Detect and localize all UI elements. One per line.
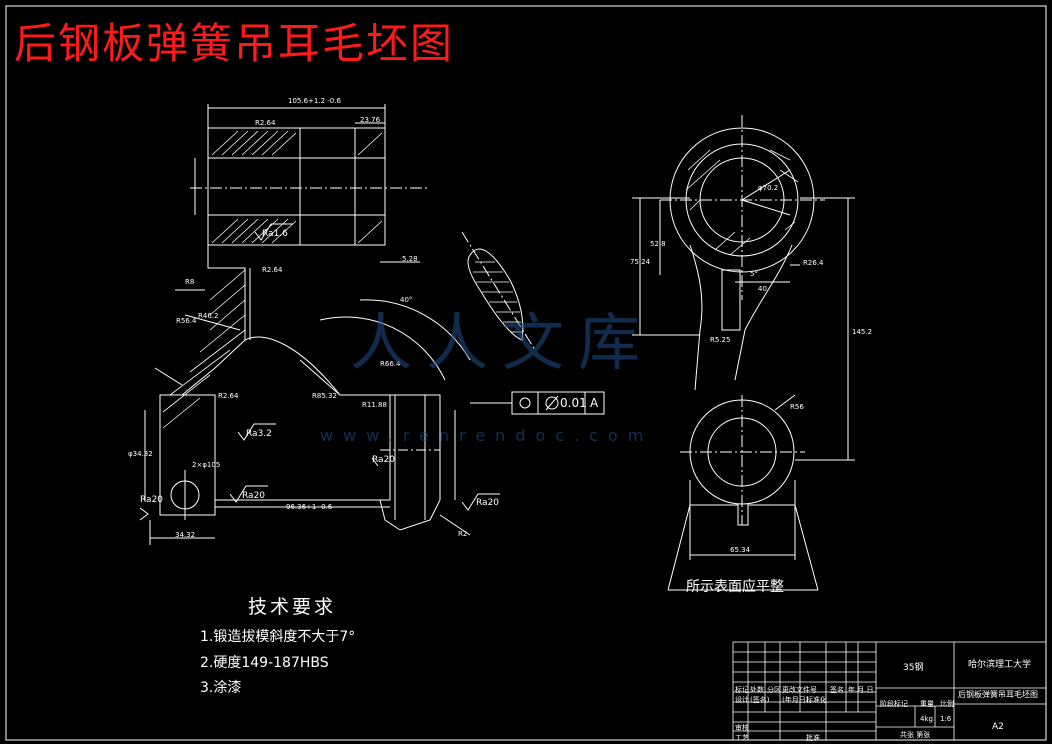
dim-label: 40 xyxy=(758,285,767,293)
roughness-label: Ra20 xyxy=(242,491,266,501)
title-block-cell: 处数 xyxy=(750,686,764,694)
dim-label: 34.32 xyxy=(175,531,196,539)
dim-label: φ34.32 xyxy=(128,450,153,458)
dim-label: 2×φ105 xyxy=(192,461,221,469)
dim-label: 23.76 xyxy=(360,116,381,124)
dim-label: R5.25 xyxy=(710,336,731,344)
dim-label: R11.88 xyxy=(362,401,387,409)
title-block-cell: 阶段标记 xyxy=(880,700,908,708)
title-block-cell: 分区 xyxy=(767,686,781,694)
title-block-cell: 共张 第张 xyxy=(900,731,931,739)
title-block-material: 35钢 xyxy=(903,663,924,673)
dim-label: R8 xyxy=(185,278,195,286)
dim-label: R56.4 xyxy=(176,317,197,325)
roughness-label: Ra20 xyxy=(140,495,164,505)
tech-requirements-heading: 技术要求 xyxy=(248,596,337,618)
tech-requirement-item: 1.锻造拔模斜度不大于7° xyxy=(200,629,356,645)
title-block-cell: 更改文件号 xyxy=(782,686,817,694)
dim-label: R2.64 xyxy=(255,119,276,127)
dim-label: R2.64 xyxy=(262,266,283,274)
tech-requirement-item: 3.涂漆 xyxy=(200,680,242,696)
dim-label: R2.64 xyxy=(218,392,239,400)
title-block-cell: 签名 xyxy=(830,686,844,694)
drawing-title: 后钢板弹簧吊耳毛坯图 xyxy=(14,19,455,68)
drawing-frame xyxy=(5,5,1047,741)
title-block-cell: (签名) xyxy=(750,696,770,704)
dim-label: 65.34 xyxy=(730,546,751,554)
title-block-school: 哈尔滨理工大学 xyxy=(968,660,1032,670)
dim-label: 40° xyxy=(400,296,413,304)
dim-label: 52.8 xyxy=(650,240,666,248)
title-block-cell: 工艺 xyxy=(735,734,749,742)
roughness-label: Ra20 xyxy=(372,455,396,465)
title-block-code: A2 xyxy=(992,722,1004,732)
title-block-cell: 批准 xyxy=(806,734,820,742)
title-block-cell: 4kg xyxy=(920,715,933,723)
rotated-section xyxy=(461,231,536,351)
title-block-cell: 审核 xyxy=(735,724,749,732)
title-block-cell: (年月日) xyxy=(782,696,809,704)
roughness-label: Ra1.6 xyxy=(262,229,288,239)
tolerance-frame xyxy=(470,391,605,415)
dim-label: R85.32 xyxy=(312,392,337,400)
title-block-cell: 1:6 xyxy=(940,715,952,723)
roughness-label: Ra3.2 xyxy=(246,429,272,439)
roughness-label: Ra20 xyxy=(476,498,500,508)
dim-label: R46.2 xyxy=(198,312,219,320)
tolerance-value: 0.01 xyxy=(560,396,587,410)
dim-label: R66.4 xyxy=(380,360,401,368)
title-block-cell: 标记 xyxy=(735,686,749,694)
side-view-note: 所示表面应平整 xyxy=(686,579,784,595)
front-section-view xyxy=(139,104,500,545)
title-block-drawing-name: 后钢板弹簧吊耳毛坯图 xyxy=(958,690,1038,699)
dim-label: 75.24 xyxy=(630,258,651,266)
title-block-cell: 年.月.日 xyxy=(848,686,874,694)
dim-label: 96.36+1 -0.6 xyxy=(286,503,333,511)
dim-label: 5.28 xyxy=(402,255,418,263)
title-block-cell: 设计 xyxy=(735,696,749,704)
title-block-cell: 标准化 xyxy=(806,696,827,704)
tech-requirement-item: 2.硬度149-187HBS xyxy=(200,655,329,671)
title-block-cell: 重量 xyxy=(920,700,934,708)
dim-label: φ70.2 xyxy=(758,184,779,192)
tolerance-datum: A xyxy=(590,396,599,410)
dim-label: 105.6+1.2 -0.6 xyxy=(288,97,341,105)
dim-label: 145.2 xyxy=(852,328,873,336)
dim-label: R26.4 xyxy=(803,259,824,267)
title-block xyxy=(732,641,1047,741)
side-view xyxy=(632,115,855,591)
dim-label: 5° xyxy=(750,270,758,278)
watermark-url: www.renrendoc.com xyxy=(320,426,654,445)
dim-label: R56 xyxy=(790,403,804,411)
dim-label: R2 xyxy=(458,530,468,538)
title-block-cell: 比例 xyxy=(940,700,954,708)
watermark-text: 人人文库 xyxy=(350,306,655,379)
